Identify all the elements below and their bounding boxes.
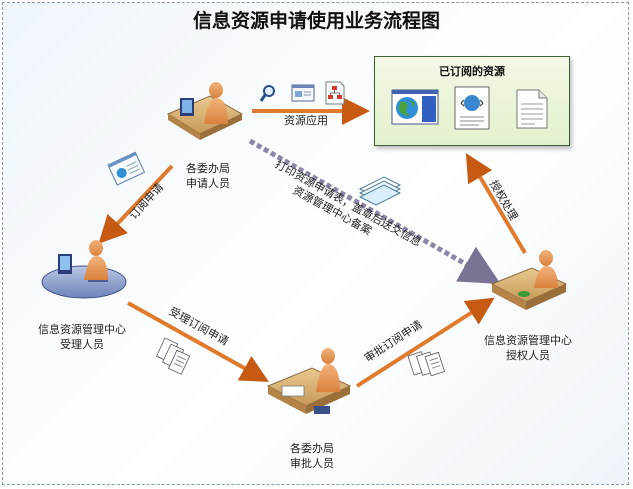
- approver-figure: [266, 348, 352, 414]
- authorizer-figure: [490, 250, 568, 310]
- window-icon: [291, 84, 315, 102]
- web-page-icon: [454, 86, 490, 130]
- stack-of-papers-icon: [156, 337, 191, 375]
- arrow-print-dashed: [248, 138, 501, 284]
- authorizer-label-line2: 授权人员: [506, 349, 550, 362]
- applicant-label-line2: 申请人员: [186, 177, 230, 190]
- applicant-figure: [166, 82, 244, 140]
- arrow-subscribe-apply: [98, 164, 174, 244]
- stack-of-papers-icon: [358, 176, 402, 206]
- globe-window-icon: [391, 89, 439, 125]
- arrow-accept-subscribe: [127, 301, 269, 382]
- stack-of-papers-icon: [407, 351, 446, 377]
- approver-label: 各委办局 审批人员: [272, 441, 352, 471]
- acceptor-label-line1: 信息资源管理中心: [38, 323, 126, 336]
- search-icon: [259, 85, 275, 102]
- authorizer-label: 信息资源管理中心 授权人员: [468, 333, 588, 363]
- subscribed-resources-title: 已订阅的资源: [439, 65, 505, 78]
- flow-label-resource-apply: 资源应用: [284, 114, 328, 127]
- authorizer-label-line1: 信息资源管理中心: [484, 334, 572, 347]
- arrow-authorize: [465, 153, 527, 255]
- approver-label-line1: 各委办局: [290, 442, 334, 455]
- document-icon: [516, 89, 548, 129]
- acceptor-label: 信息资源管理中心 受理人员: [22, 322, 142, 352]
- form-icon: [107, 151, 146, 186]
- org-chart-icon: [325, 81, 345, 105]
- arrow-approve-subscribe: [355, 297, 495, 388]
- acceptor-label-line2: 受理人员: [60, 338, 104, 351]
- applicant-label-line1: 各委办局: [186, 162, 230, 175]
- acceptor-figure: [41, 240, 127, 299]
- applicant-label: 各委办局 申请人员: [168, 161, 248, 191]
- approver-label-line2: 审批人员: [290, 457, 334, 470]
- page-title: 信息资源申请使用业务流程图: [192, 10, 440, 32]
- flow-arrows: [98, 97, 527, 388]
